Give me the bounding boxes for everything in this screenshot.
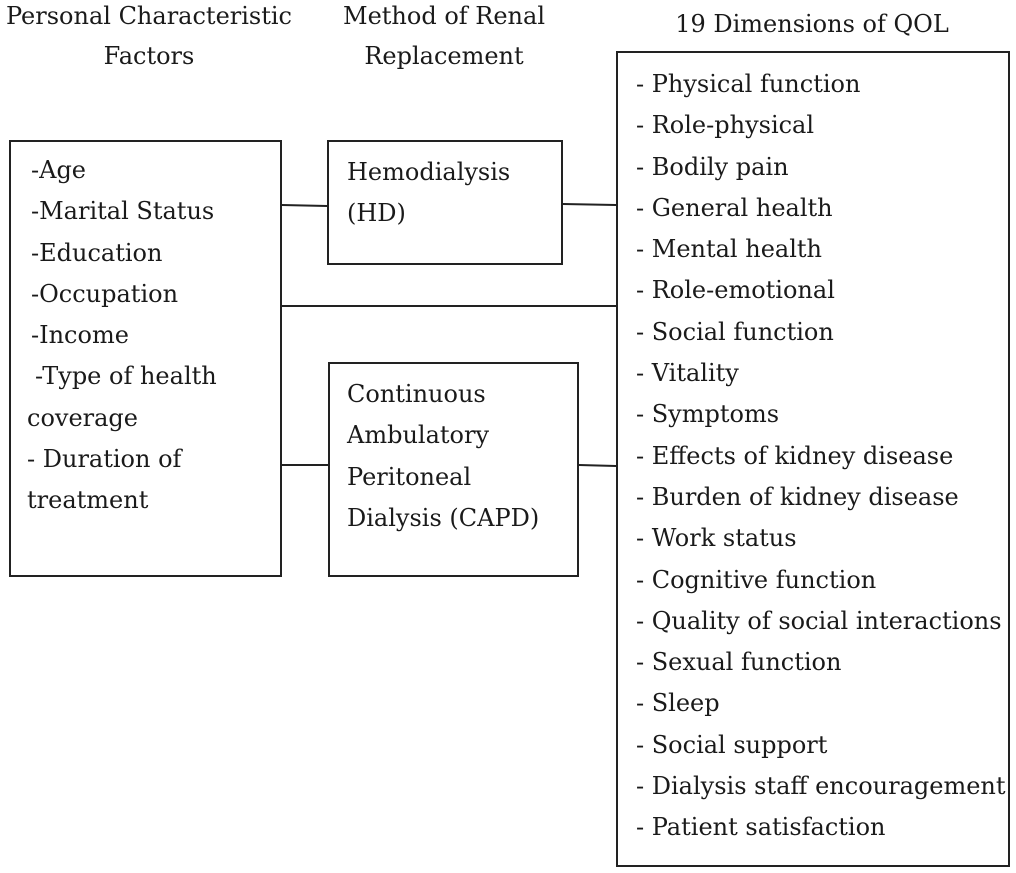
list-item: - Dialysis staff encouragement bbox=[636, 772, 1006, 801]
list-item: - Role-emotional bbox=[636, 276, 835, 305]
capd-label: Continuous Ambulatory Peritoneal Dialysi… bbox=[347, 374, 539, 539]
list-item: - Symptoms bbox=[636, 400, 780, 429]
capd-box: Continuous Ambulatory Peritoneal Dialysi… bbox=[328, 362, 579, 577]
list-item: - Burden of kidney disease bbox=[636, 482, 959, 511]
connector-hd-qol bbox=[562, 203, 617, 206]
list-item: - Quality of social interactions bbox=[636, 606, 1002, 635]
heading-line: 19 Dimensions of QOL bbox=[675, 10, 949, 38]
heading-line: Method of Renal bbox=[343, 2, 545, 30]
list-item: - Duration of bbox=[27, 445, 182, 474]
label-line: Dialysis (CAPD) bbox=[347, 503, 540, 532]
list-item: - Physical function bbox=[636, 70, 861, 98]
list-item: -Marital Status bbox=[31, 197, 215, 226]
list-item: - Cognitive function bbox=[636, 565, 877, 594]
label-line: Hemodialysis bbox=[347, 158, 511, 186]
personal-characteristic-factors-heading: Personal Characteristic Factors bbox=[0, 0, 298, 76]
qol-dimensions-box: - Physical function - Role-physical - Bo… bbox=[616, 51, 1010, 867]
qol-dimensions-heading: 19 Dimensions of QOL bbox=[640, 4, 984, 44]
list-item: coverage bbox=[27, 403, 138, 432]
qol-dimensions-list: - Physical function - Role-physical - Bo… bbox=[636, 64, 1006, 849]
list-item: -Income bbox=[31, 321, 129, 350]
list-item: - Mental health bbox=[636, 235, 822, 264]
method-of-renal-replacement-heading: Method of Renal Replacement bbox=[318, 0, 570, 76]
label-line: Continuous bbox=[347, 380, 486, 408]
personal-factors-list: -Age -Marital Status -Education -Occupat… bbox=[27, 150, 217, 522]
label-line: Ambulatory bbox=[347, 421, 490, 450]
label-line: (HD) bbox=[347, 199, 406, 227]
hemodialysis-label: Hemodialysis (HD) bbox=[347, 152, 510, 234]
heading-line: Replacement bbox=[364, 42, 524, 70]
list-item: - Social support bbox=[636, 730, 828, 759]
list-item: - Work status bbox=[636, 524, 797, 553]
list-item: - Sexual function bbox=[636, 648, 842, 677]
list-item: - General health bbox=[636, 193, 833, 222]
list-item: - Social function bbox=[636, 317, 834, 346]
list-item: -Type of health bbox=[35, 362, 217, 391]
list-item: - Role-physical bbox=[636, 111, 815, 140]
list-item: - Sleep bbox=[636, 689, 720, 718]
list-item: treatment bbox=[27, 486, 149, 515]
list-item: -Education bbox=[31, 238, 163, 267]
list-item: - Effects of kidney disease bbox=[636, 441, 954, 470]
list-item: - Vitality bbox=[636, 359, 739, 388]
list-item: -Age bbox=[31, 156, 87, 184]
heading-line: Factors bbox=[103, 42, 195, 70]
list-item: - Patient satisfaction bbox=[636, 813, 886, 842]
heading-line: Personal Characteristic bbox=[5, 2, 292, 30]
connector-capd-qol bbox=[578, 464, 617, 467]
personal-factors-box: -Age -Marital Status -Education -Occupat… bbox=[9, 140, 282, 577]
hemodialysis-box: Hemodialysis (HD) bbox=[327, 140, 563, 265]
list-item: - Bodily pain bbox=[636, 152, 789, 181]
connector-personal-hd bbox=[281, 204, 328, 207]
label-line: Peritoneal bbox=[347, 462, 472, 491]
list-item: -Occupation bbox=[31, 279, 179, 308]
